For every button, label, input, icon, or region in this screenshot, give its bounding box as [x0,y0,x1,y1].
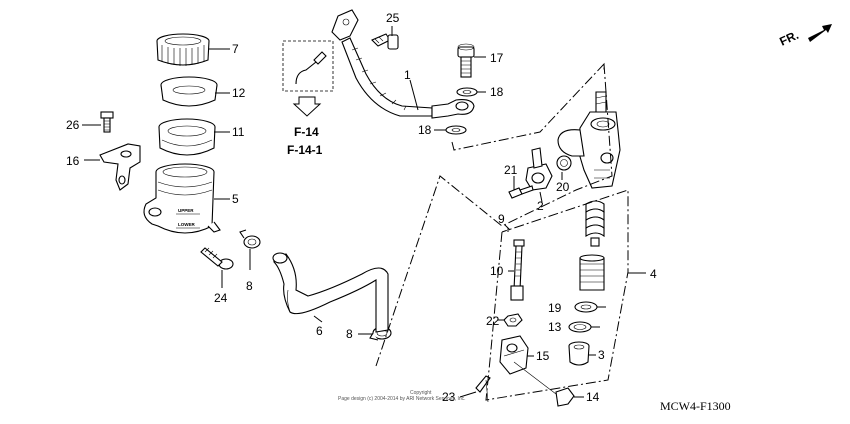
reference-f14-1: F-14-1 [287,143,323,157]
callout-2: 2 [537,199,544,213]
callout-24: 24 [214,291,228,305]
callout-11: 11 [232,125,245,139]
reservoir-hose [272,252,389,333]
assembly-outline-4 [485,189,629,401]
diaphragm [158,118,216,156]
callout-9: 9 [498,212,505,226]
callout-8b: 8 [346,327,353,341]
diagram-code: MCW4-F1300 [660,399,731,413]
hose-clip-upper [239,229,261,249]
callout-13: 13 [548,320,562,334]
oil-bolt-17 [457,43,475,78]
reservoir-cap [156,33,210,66]
reference-box: F-14 F-14-1 [282,40,334,157]
sealing-washer-upper [456,87,478,97]
front-direction-label: FR. [777,28,800,49]
joint-screw [508,185,534,199]
push-rod [510,239,525,301]
master-cylinder-body [557,91,621,189]
piston-washer-19 [574,301,598,313]
o-ring [556,155,572,171]
callout-17: 17 [490,51,504,65]
copyright-line-2: Page design (c) 2004-2014 by ARI Network… [338,396,466,402]
callout-10: 10 [490,264,504,278]
callout-3: 3 [598,348,605,362]
callout-labels: 25 7 17 1 18 12 26 11 18 16 21 20 5 2 9 … [66,11,657,404]
arrow-down-icon [292,96,322,117]
callout-26: 26 [66,118,80,132]
callout-6: 6 [316,324,323,338]
circlip-13 [568,321,592,333]
callout-14: 14 [586,390,600,404]
oil-bolt-25 [371,33,399,50]
cotter-pin [475,375,491,403]
callout-25: 25 [386,11,400,25]
master-cylinder-outline [375,62,613,367]
piston-cup [579,254,605,291]
copyright-line-1: Copyright [410,390,432,396]
push-rod-joint [499,335,529,375]
callout-18b: 18 [418,123,432,137]
front-direction-marker: FR. [777,24,832,49]
callout-16: 16 [66,154,80,168]
reservoir-lower-mark: LOWER [178,222,195,227]
lock-nut-22 [503,313,523,327]
callout-22: 22 [486,314,500,328]
reservoir-upper-mark: UPPER [178,208,194,213]
joint-pin [513,361,575,407]
boot-3 [568,341,590,366]
diaphragm-plate [160,76,218,107]
callout-18a: 18 [490,85,504,99]
callout-5: 5 [232,192,239,206]
reservoir-stay-bracket [99,143,141,191]
callout-19: 19 [548,301,562,315]
reference-f14: F-14 [294,125,319,139]
reservoir-mount-bolt [200,247,234,270]
callout-4: 4 [650,267,657,281]
stay-bolt [100,111,114,133]
callout-21: 21 [504,163,518,177]
arrow-right-icon [808,24,832,42]
callout-15: 15 [536,349,550,363]
inlet-joint [525,147,553,191]
brake-hose [331,9,475,119]
reservoir-body: UPPER LOWER [143,163,221,234]
leader-lines [82,26,646,398]
piston-spring [585,200,605,247]
sealing-washer-lower [445,125,467,135]
callout-23: 23 [442,390,456,404]
callout-8a: 8 [246,279,253,293]
callout-1: 1 [404,68,411,82]
callout-12: 12 [232,86,246,100]
callout-20: 20 [556,180,570,194]
callout-7: 7 [232,42,239,56]
